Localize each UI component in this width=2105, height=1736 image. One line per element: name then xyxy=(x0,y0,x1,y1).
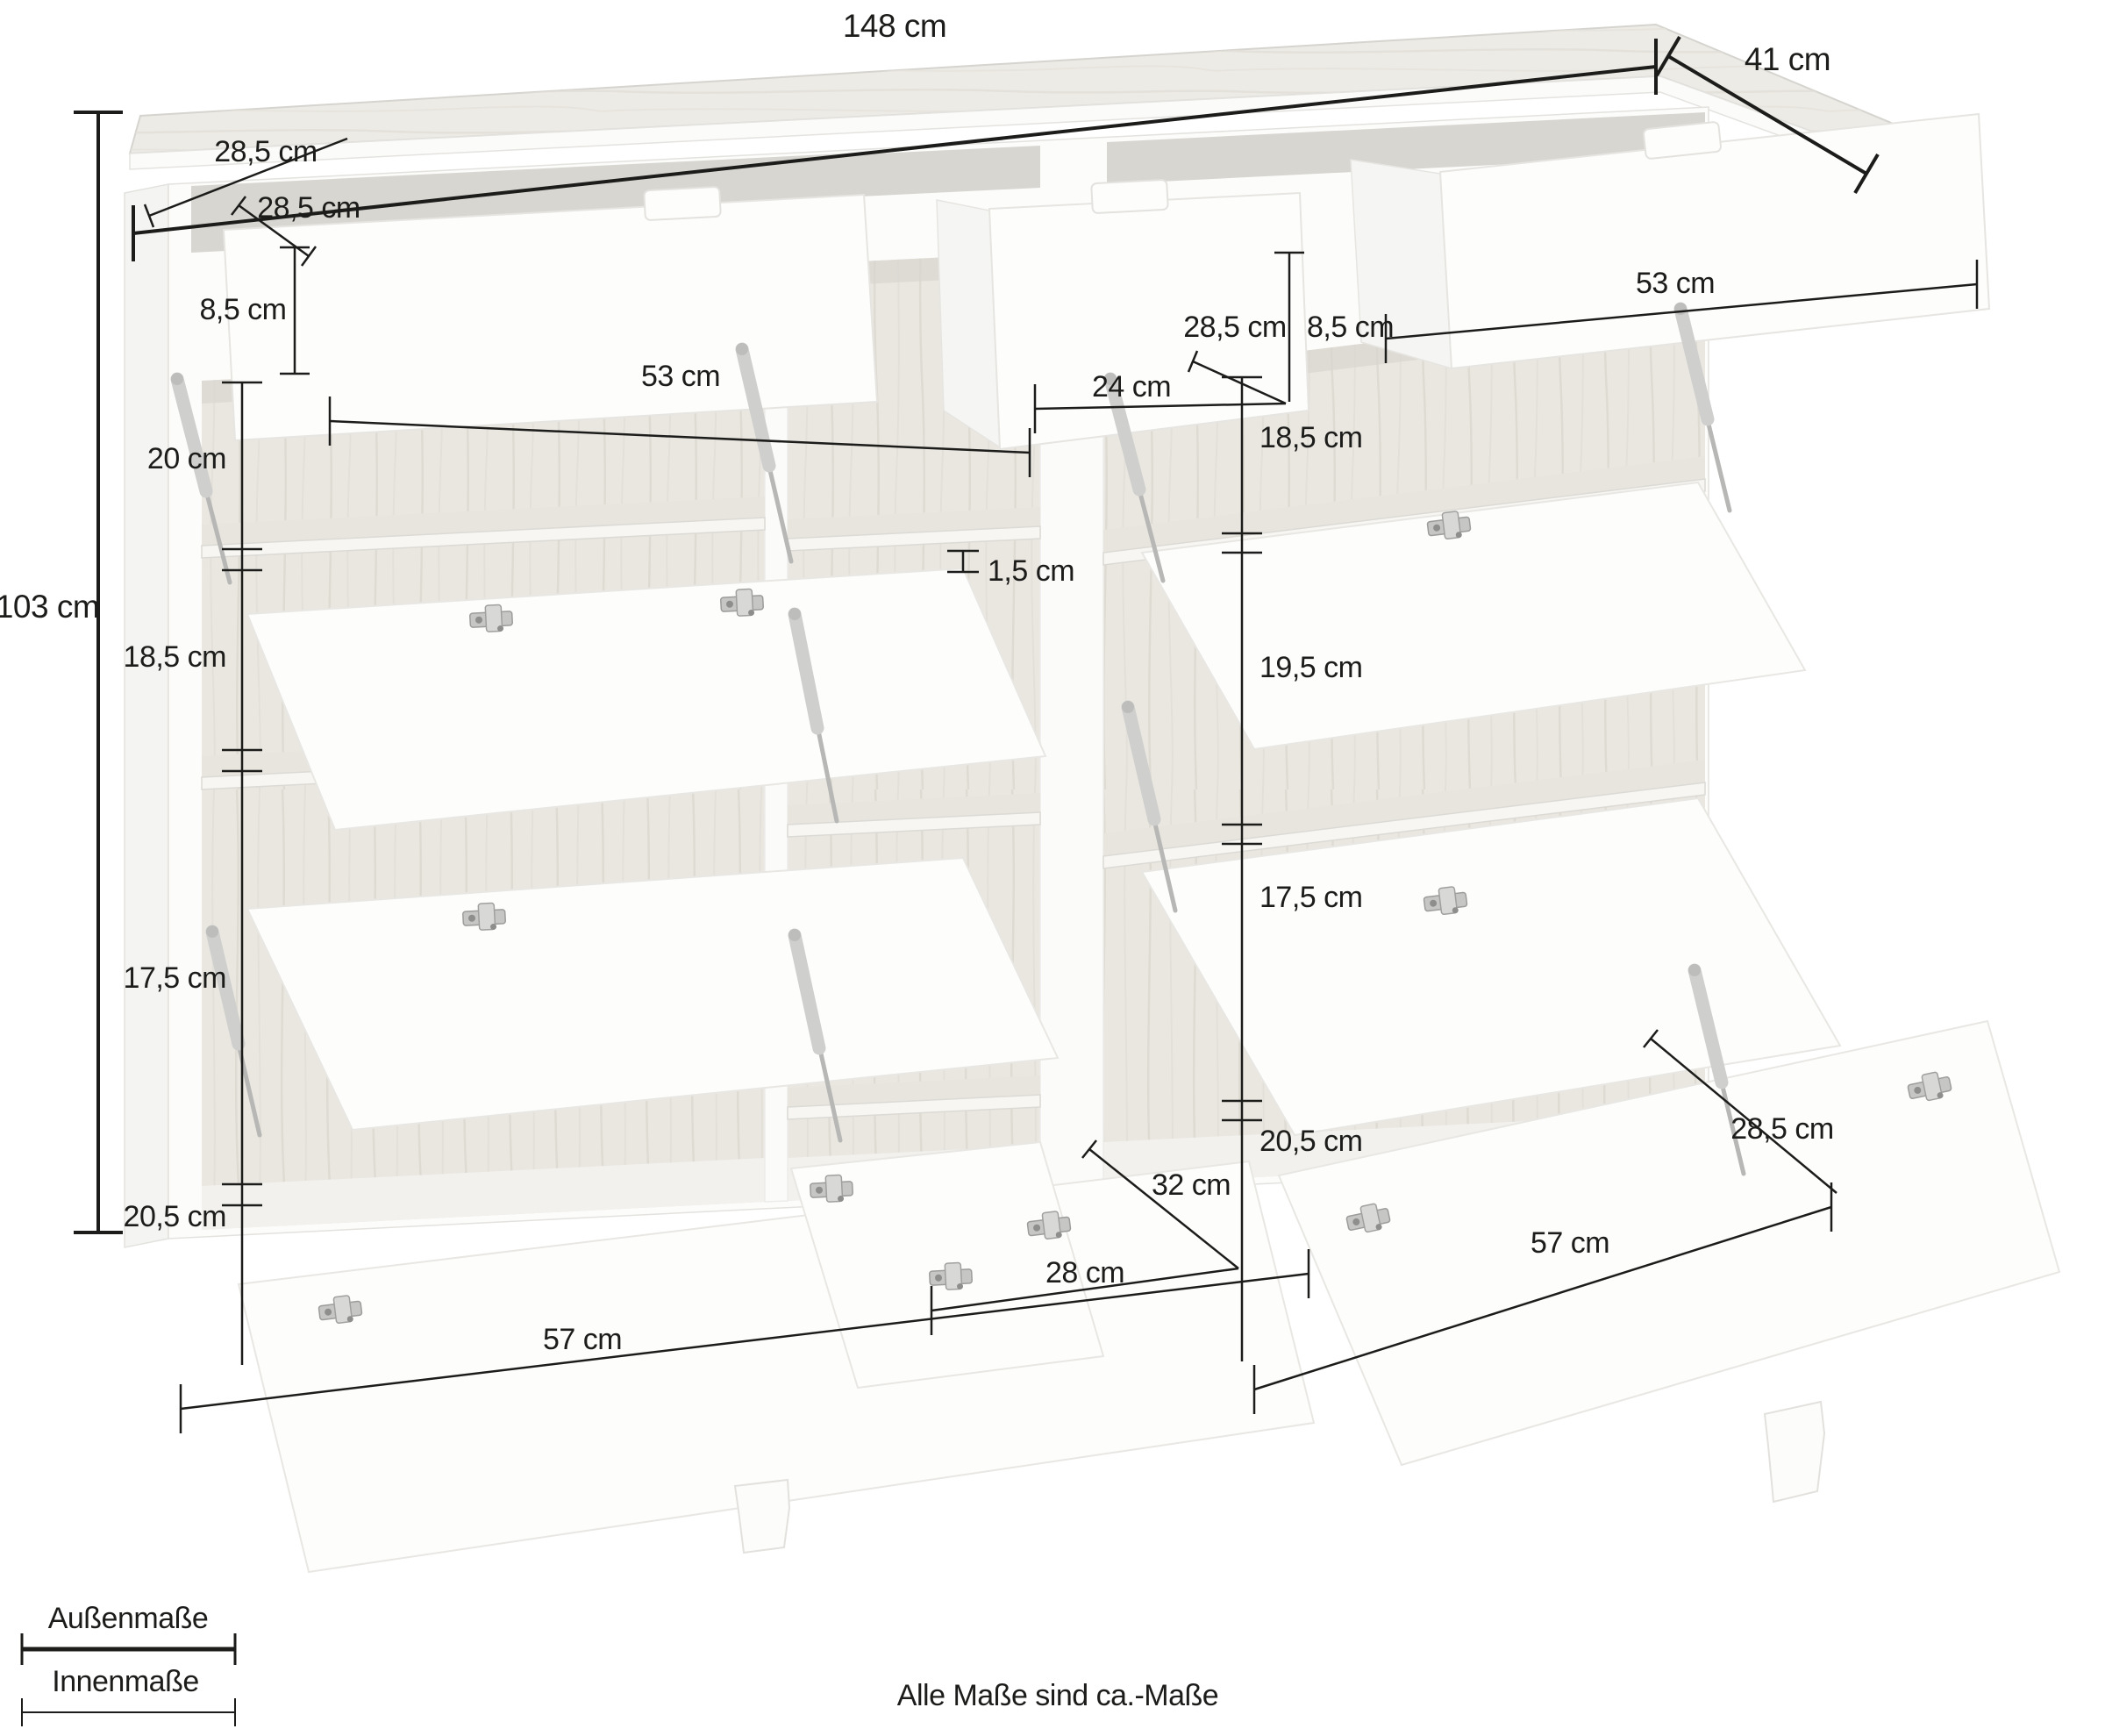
top-panel-grain xyxy=(130,25,1923,172)
dim-open-middle-depth xyxy=(1081,1139,1239,1269)
dimension-labels: 148 cm 41 cm 103 cm 28,5 cm 28,5 cm 8,5 … xyxy=(0,8,1834,1712)
label-open-middle-width: 28 cm xyxy=(1045,1256,1124,1289)
cabinet xyxy=(124,23,2061,1574)
dim-drawer-right-width xyxy=(1384,260,1979,363)
flap-strap-left xyxy=(733,1478,791,1554)
drawer-slot-right xyxy=(1107,112,1705,184)
compartment-left-floor xyxy=(202,1158,765,1230)
legend-inner-line xyxy=(21,1698,236,1726)
label-drawer-left-height: 8,5 cm xyxy=(199,293,286,326)
label-left-col-3: 17,5 cm xyxy=(124,961,226,995)
label-drawer-middle-depth: 28,5 cm xyxy=(1183,311,1286,344)
label-open-right-depth: 28,5 cm xyxy=(1730,1112,1833,1146)
label-drawer-middle-width: 24 cm xyxy=(1092,370,1171,404)
label-middle-col-2: 19,5 cm xyxy=(1259,651,1362,684)
label-middle-col-3: 17,5 cm xyxy=(1259,881,1362,914)
label-drawer-left-width: 53 cm xyxy=(641,360,720,393)
legend-outer-line xyxy=(20,1633,237,1665)
shelf-middle-3 xyxy=(787,1075,1041,1120)
dim-left-column xyxy=(222,381,262,1365)
shelf-left-1 xyxy=(201,497,766,559)
gas-strut xyxy=(788,928,843,1143)
dim-top-depth xyxy=(1655,35,1880,195)
dim-drawer-middle-height xyxy=(1274,251,1304,402)
dim-body-depth xyxy=(143,137,348,228)
dim-open-middle-width xyxy=(930,1267,1239,1335)
gas-strut xyxy=(205,925,262,1138)
dim-open-left-width xyxy=(179,1249,1310,1433)
footnote: Alle Maße sind ca.-Maße xyxy=(897,1679,1218,1712)
label-open-middle-depth: 32 cm xyxy=(1152,1168,1231,1202)
drawer-left-open xyxy=(222,186,879,442)
dim-drawer-left-width xyxy=(328,396,1031,477)
flap-left-middle xyxy=(246,856,1060,1132)
gas-strut xyxy=(1103,372,1166,583)
label-drawer-right-width: 53 cm xyxy=(1636,267,1715,300)
legend-inner-label: Innenmaße xyxy=(52,1665,199,1698)
gas-strut xyxy=(1121,700,1178,913)
cabinet-side-left xyxy=(124,183,169,1248)
drawer-right-handle xyxy=(1643,121,1722,160)
dim-total-height xyxy=(74,111,123,1234)
flap-left-upper xyxy=(246,567,1047,832)
label-middle-col-4: 20,5 cm xyxy=(1259,1125,1362,1158)
label-open-right-width: 57 cm xyxy=(1531,1226,1609,1260)
label-drawer-middle-height: 8,5 cm xyxy=(1307,311,1394,344)
gas-strut xyxy=(170,372,232,585)
drawer-right-open xyxy=(1350,112,1991,370)
dim-drawer-middle-width xyxy=(1033,384,1287,433)
flap-right-upper xyxy=(1140,481,1807,751)
drawer-middle-handle xyxy=(1090,179,1169,214)
shelf-right-2 xyxy=(1102,760,1706,869)
gas-struts xyxy=(170,302,1746,1176)
dim-drawer-left-height xyxy=(280,246,310,375)
shelf-middle-2 xyxy=(787,793,1041,838)
dimension-annotations xyxy=(20,35,1979,1726)
dim-total-width xyxy=(132,39,1658,261)
gas-strut xyxy=(1688,963,1746,1176)
drawer-middle-open xyxy=(936,179,1310,451)
dim-open-right-depth xyxy=(1643,1029,1837,1194)
legend-outer-label: Außenmaße xyxy=(48,1602,209,1635)
gas-strut xyxy=(735,342,794,564)
dim-drawer-middle-depth xyxy=(1187,350,1287,405)
label-body-depth: 28,5 cm xyxy=(214,135,317,168)
dim-shelf-thickness xyxy=(947,549,979,574)
label-left-col-2: 18,5 cm xyxy=(124,640,226,674)
drawer-slot-middle xyxy=(788,146,1040,200)
label-left-col-1: 20 cm xyxy=(147,442,226,475)
drawer-left-front xyxy=(222,193,879,442)
flap-right-bottom xyxy=(1277,1019,2061,1467)
label-left-col-4: 20,5 cm xyxy=(124,1200,226,1233)
dim-open-right-width xyxy=(1252,1182,1833,1414)
label-middle-col-1: 18,5 cm xyxy=(1259,421,1362,454)
dim-middle-column xyxy=(1222,375,1262,1361)
drawer-left-handle xyxy=(643,186,722,221)
label-shelf-thickness: 1,5 cm xyxy=(988,554,1074,588)
label-total-height: 103 cm xyxy=(0,589,99,625)
drawer-middle-front xyxy=(988,191,1310,451)
label-total-width: 148 cm xyxy=(843,8,946,44)
flap-strap-right xyxy=(1763,1400,1826,1504)
label-open-left-width: 57 cm xyxy=(543,1323,622,1356)
gas-strut xyxy=(788,607,839,824)
label-drawer-left-depth: 28,5 cm xyxy=(257,191,360,225)
label-top-depth: 41 cm xyxy=(1745,41,1830,77)
